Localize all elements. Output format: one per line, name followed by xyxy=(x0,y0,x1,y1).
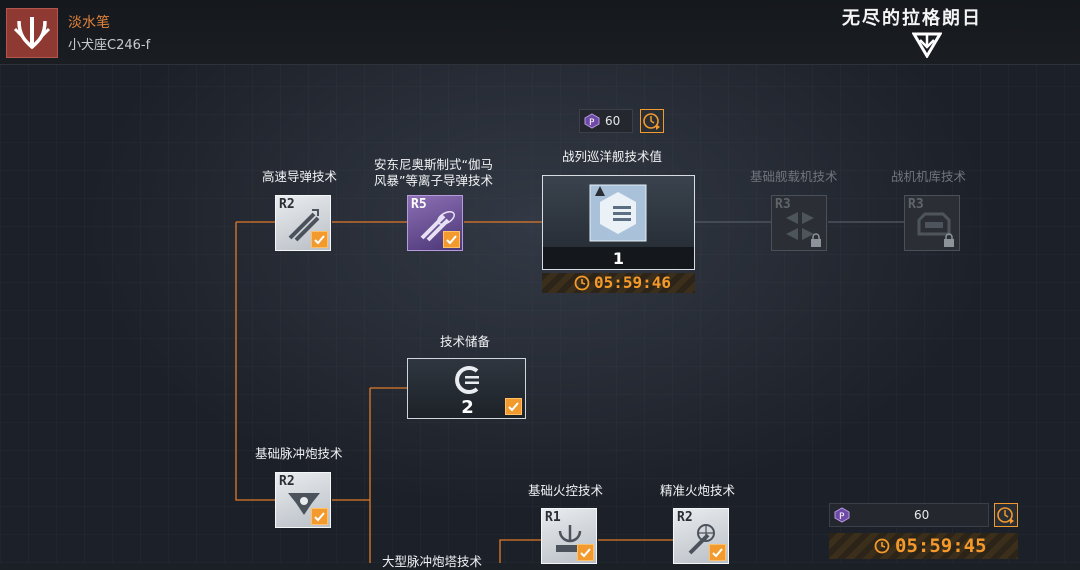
queue-cost: 60 xyxy=(914,508,930,522)
tech-node-anderson-ion-missile[interactable]: R5 xyxy=(407,195,463,251)
node-label-hangar: 战机机库技术 xyxy=(891,169,967,184)
rank-badge: R5 xyxy=(411,197,427,212)
battlecruiser-cost-box: P 60 xyxy=(579,109,633,133)
battlecruiser-timer-text: 05:59:46 xyxy=(594,273,672,292)
svg-text:P: P xyxy=(839,512,845,522)
rank-badge: R1 xyxy=(545,510,561,525)
rank-badge: R3 xyxy=(908,197,924,212)
system-name: 小犬座C246-f xyxy=(68,38,151,53)
fire-control-icon xyxy=(556,525,584,552)
top-bar: 淡水笔 小犬座C246-f 无尽的拉格朗日 xyxy=(0,0,1080,65)
researched-check-icon xyxy=(577,544,594,561)
missile-icon xyxy=(288,209,320,242)
rank-badge: R2 xyxy=(279,197,295,212)
tech-reserve-count: 2 xyxy=(461,397,474,418)
aircraft-icon xyxy=(786,212,814,240)
tech-node-precision-cannon[interactable]: R2 xyxy=(673,508,729,564)
pulse-cannon-icon xyxy=(288,493,320,515)
battlecruiser-speedup-button[interactable] xyxy=(640,109,664,133)
tech-point-icon: P xyxy=(834,507,850,523)
researched-check-icon xyxy=(311,231,328,248)
hangar-icon xyxy=(917,212,951,236)
precision-cannon-icon xyxy=(688,524,715,555)
game-logo-icon xyxy=(911,30,943,59)
game-title: 无尽的拉格朗日 xyxy=(842,8,982,29)
node-label-basic-fire-control: 基础火控技术 xyxy=(528,483,604,498)
tech-point-icon: P xyxy=(584,113,600,129)
tech-node-basic-carrier[interactable]: R3 xyxy=(771,195,827,251)
node-label-tech-reserve: 技术储备 xyxy=(440,334,491,349)
queue-timer-text: 05:59:45 xyxy=(895,535,987,557)
speedup-icon xyxy=(643,113,660,130)
tech-node-basic-pulse-cannon[interactable]: R2 xyxy=(275,472,331,528)
rank-badge: R2 xyxy=(677,510,693,525)
player-name: 淡水笔 xyxy=(68,15,110,31)
lock-icon xyxy=(944,233,954,247)
timer-icon xyxy=(574,275,590,291)
researched-check-icon xyxy=(443,231,460,248)
tech-node-battlecruiser[interactable]: 1 xyxy=(542,175,695,270)
ion-missile-icon xyxy=(420,211,455,242)
researched-check-icon xyxy=(505,398,522,415)
node-label-battlecruiser: 战列巡洋舰技术值 xyxy=(562,149,663,164)
battlecruiser-timer: 05:59:46 xyxy=(542,273,695,293)
node-label-large-pulse-turret: 大型脉冲炮塔技术 xyxy=(382,554,483,569)
researched-check-icon xyxy=(709,544,726,561)
battlecruiser-count: 1 xyxy=(612,249,625,268)
queue-speedup-button[interactable] xyxy=(994,503,1018,527)
tech-node-basic-fire-control[interactable]: R1 xyxy=(541,508,597,564)
node-label-line2: 风暴”等离子导弹技术 xyxy=(374,173,493,188)
queue-cost-box: P 60 xyxy=(829,503,989,527)
node-label-precision-cannon: 精准火炮技术 xyxy=(660,483,736,498)
tech-node-hangar[interactable]: R3 xyxy=(904,195,960,251)
node-label-basic-pulse-cannon: 基础脉冲炮技术 xyxy=(255,446,343,461)
tech-node-high-speed-missile[interactable]: R2 xyxy=(275,195,331,251)
rank-badge: R2 xyxy=(279,474,295,489)
queue-timer: 05:59:45 xyxy=(829,533,1018,559)
count-strip: 1 xyxy=(543,247,694,269)
rank-badge: R3 xyxy=(775,197,791,212)
battlecruiser-cost: 60 xyxy=(605,114,621,128)
researched-check-icon xyxy=(311,508,328,525)
node-label-line1: 安东尼奥斯制式“伽马 xyxy=(374,157,493,172)
node-label-high-speed-missile: 高速导弹技术 xyxy=(262,169,338,184)
svg-text:P: P xyxy=(589,118,595,128)
tech-node-tech-reserve[interactable]: 2 xyxy=(407,358,526,419)
lock-icon xyxy=(811,233,821,247)
faction-logo-icon[interactable] xyxy=(6,8,58,58)
node-label-anderson-ion-missile: 安东尼奥斯制式“伽马 风暴”等离子导弹技术 xyxy=(374,157,493,189)
ship-class-icon xyxy=(595,186,605,196)
timer-icon xyxy=(874,538,890,554)
speedup-icon xyxy=(997,507,1014,524)
node-label-basic-carrier: 基础舰载机技术 xyxy=(750,169,838,184)
reserve-icon xyxy=(455,366,479,394)
